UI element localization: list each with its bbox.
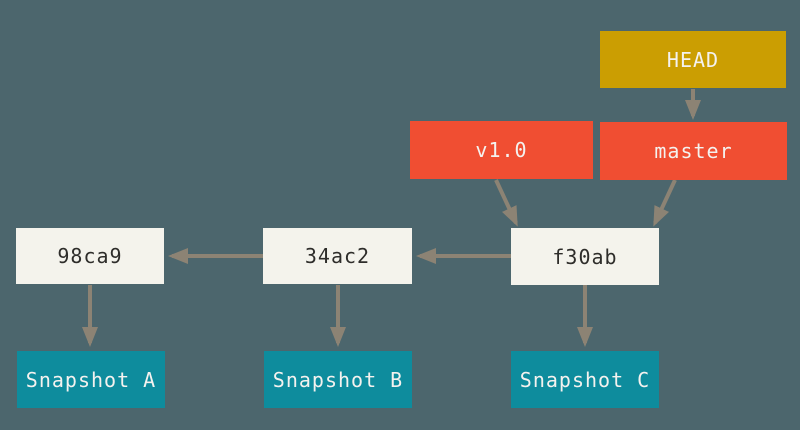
- tag-v1.0-box: v1.0: [410, 121, 593, 179]
- branch-master-box: master: [600, 122, 787, 180]
- commit-f30ab-label: f30ab: [552, 244, 618, 269]
- head-pointer-box: HEAD: [600, 31, 786, 88]
- tag-v1.0-label: v1.0: [475, 138, 528, 162]
- arrow-v1-to-f30ab: [494, 179, 518, 227]
- snapshot-a-label: Snapshot A: [25, 367, 157, 392]
- commit-98ca9-label: 98ca9: [57, 244, 123, 268]
- commit-98ca9-box: 98ca9: [16, 228, 164, 284]
- snapshot-b-label: Snapshot B: [272, 367, 404, 392]
- commit-34ac2-label: 34ac2: [304, 244, 371, 268]
- commit-34ac2-box: 34ac2: [263, 228, 412, 284]
- branch-master-label: master: [654, 139, 733, 163]
- snapshot-b-box: Snapshot B: [264, 351, 412, 408]
- snapshot-a-box: Snapshot A: [17, 351, 165, 408]
- snapshot-c-box: Snapshot C: [511, 351, 659, 408]
- head-pointer-label: HEAD: [666, 47, 720, 72]
- commit-f30ab-box: f30ab: [511, 228, 659, 285]
- arrow-master-to-f30ab: [653, 179, 677, 227]
- snapshot-c-label: Snapshot C: [519, 367, 651, 392]
